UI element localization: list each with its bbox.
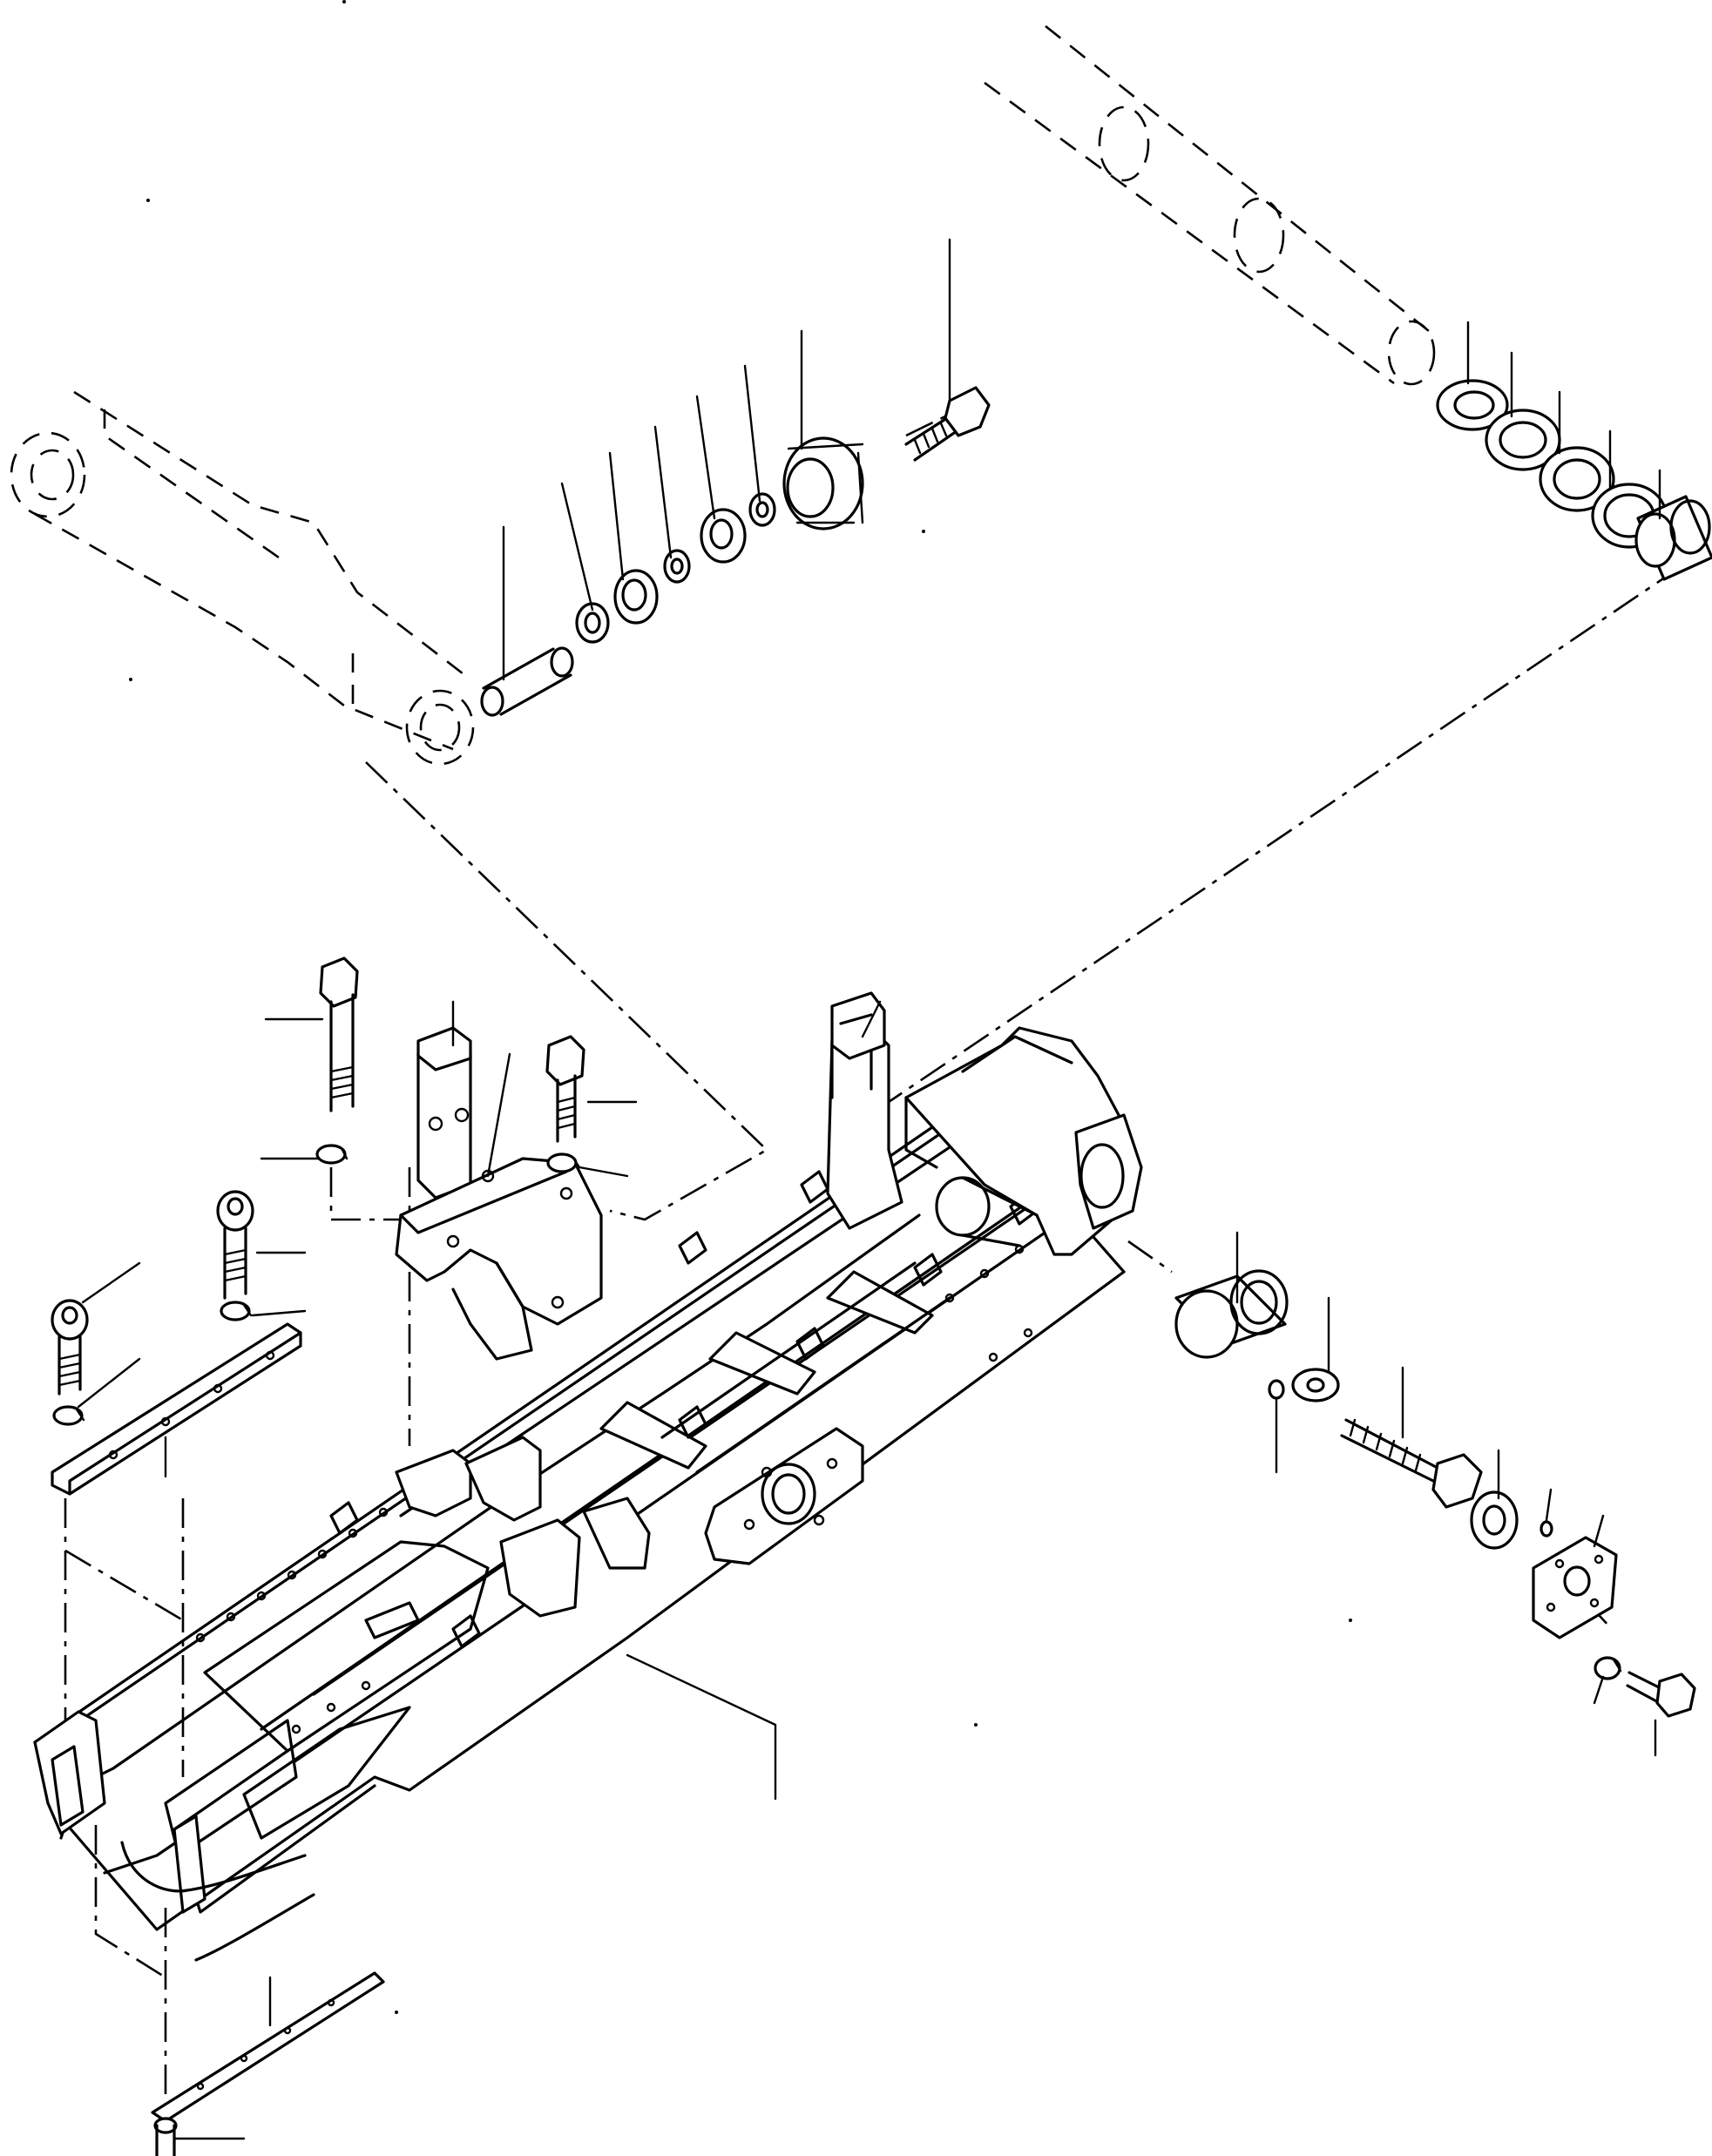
phantom-arm-right <box>984 24 1436 386</box>
socket-bolt-1 <box>216 1190 254 1300</box>
pin-stack <box>480 386 991 717</box>
lock-washer-2 <box>546 1152 581 1173</box>
cover-plate <box>1532 1536 1618 1639</box>
lock-washer-4 <box>52 1405 85 1426</box>
dowel-pin <box>1268 1379 1285 1400</box>
scan-specks <box>129 0 1352 2014</box>
socket-bolt-2 <box>51 1299 89 1396</box>
hex-bolt-long <box>319 956 359 1112</box>
wear-strip-lower <box>151 1971 385 2123</box>
main-frame <box>33 991 1143 1962</box>
leader-lines <box>77 238 1661 2140</box>
long-bolt-right <box>1340 1418 1483 1509</box>
hex-bolt-right <box>1626 1671 1696 1718</box>
bushing-large <box>1174 1269 1289 1359</box>
small-pin-right <box>1539 1520 1553 1538</box>
ring-stack <box>1436 379 1712 581</box>
retaining-ring <box>1470 1490 1519 1550</box>
lock-washer-3 <box>220 1301 253 1321</box>
lock-washer-right <box>1594 1656 1622 1680</box>
centerlines <box>64 415 1682 2108</box>
wear-strip-upper <box>51 1322 302 1496</box>
rivet-holes <box>195 1220 1059 1756</box>
bottom-pin <box>153 2117 178 2156</box>
hex-bolt-2 <box>545 1035 585 1143</box>
phantom-arm-left <box>10 390 475 766</box>
lock-washer-1 <box>315 1144 348 1165</box>
flat-washer <box>1291 1368 1340 1402</box>
